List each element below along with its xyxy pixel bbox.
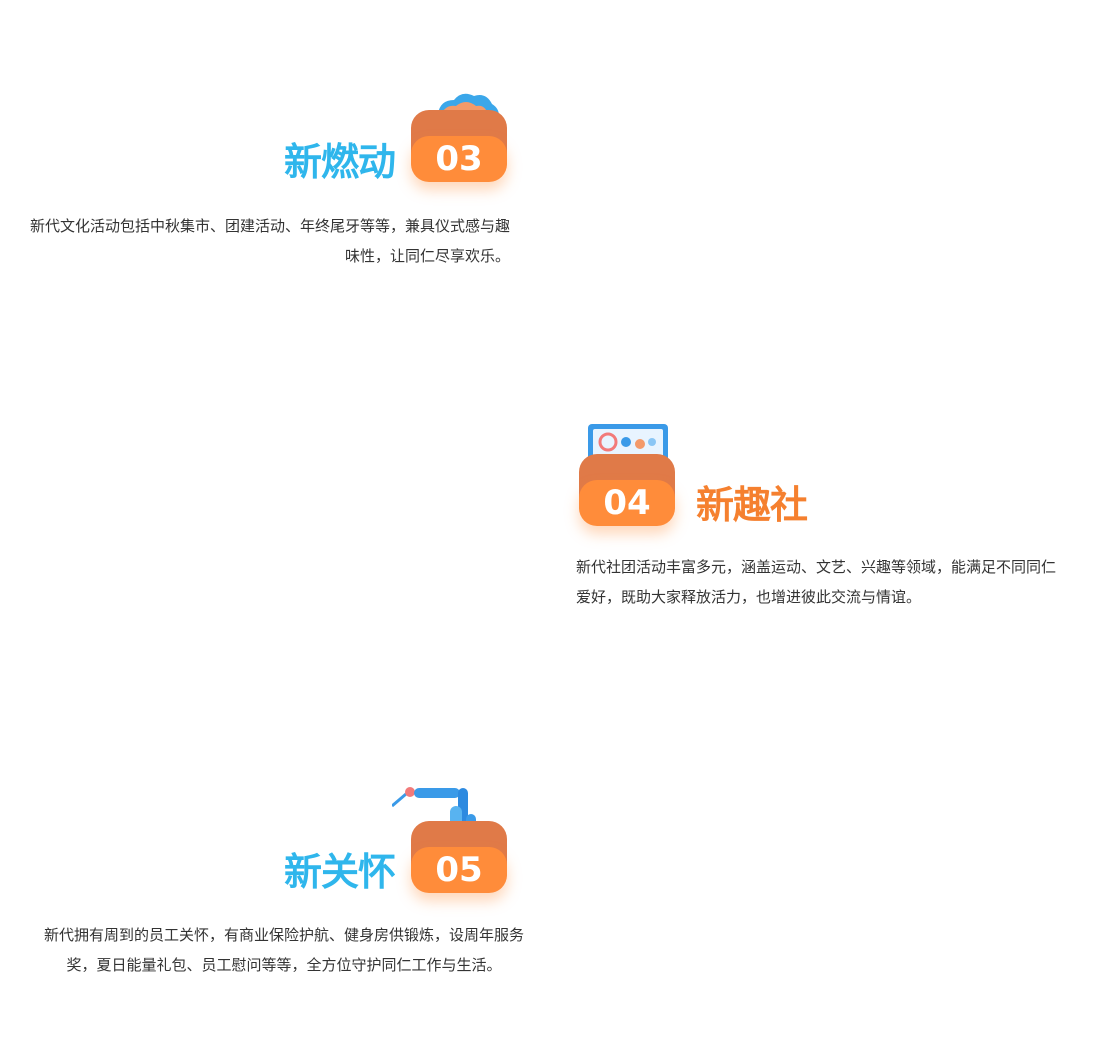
number-label: 03: [411, 136, 507, 182]
number-label: 04: [579, 480, 675, 526]
section-description: 新代社团活动丰富多元，涵盖运动、文艺、兴趣等领域，能满足不同同仁爱好，既助大家释…: [576, 558, 1057, 606]
number-badge: 04: [579, 454, 675, 526]
section-description: 新代文化活动包括中秋集市、团建活动、年终尾牙等等，兼具仪式感与趣味性，让同仁尽享…: [29, 217, 510, 265]
section-description: 新代拥有周到的员工关怀，有商业保险护航、健身房供锻炼，设周年服务奖，夏日能量礼包…: [43, 926, 524, 974]
section-title: 新燃动: [284, 140, 396, 184]
number-label: 05: [411, 847, 507, 893]
number-badge: 05: [411, 821, 507, 893]
number-badge: 03: [411, 110, 507, 182]
section-title: 新关怀: [284, 850, 396, 894]
section-title: 新趣社: [696, 483, 808, 527]
